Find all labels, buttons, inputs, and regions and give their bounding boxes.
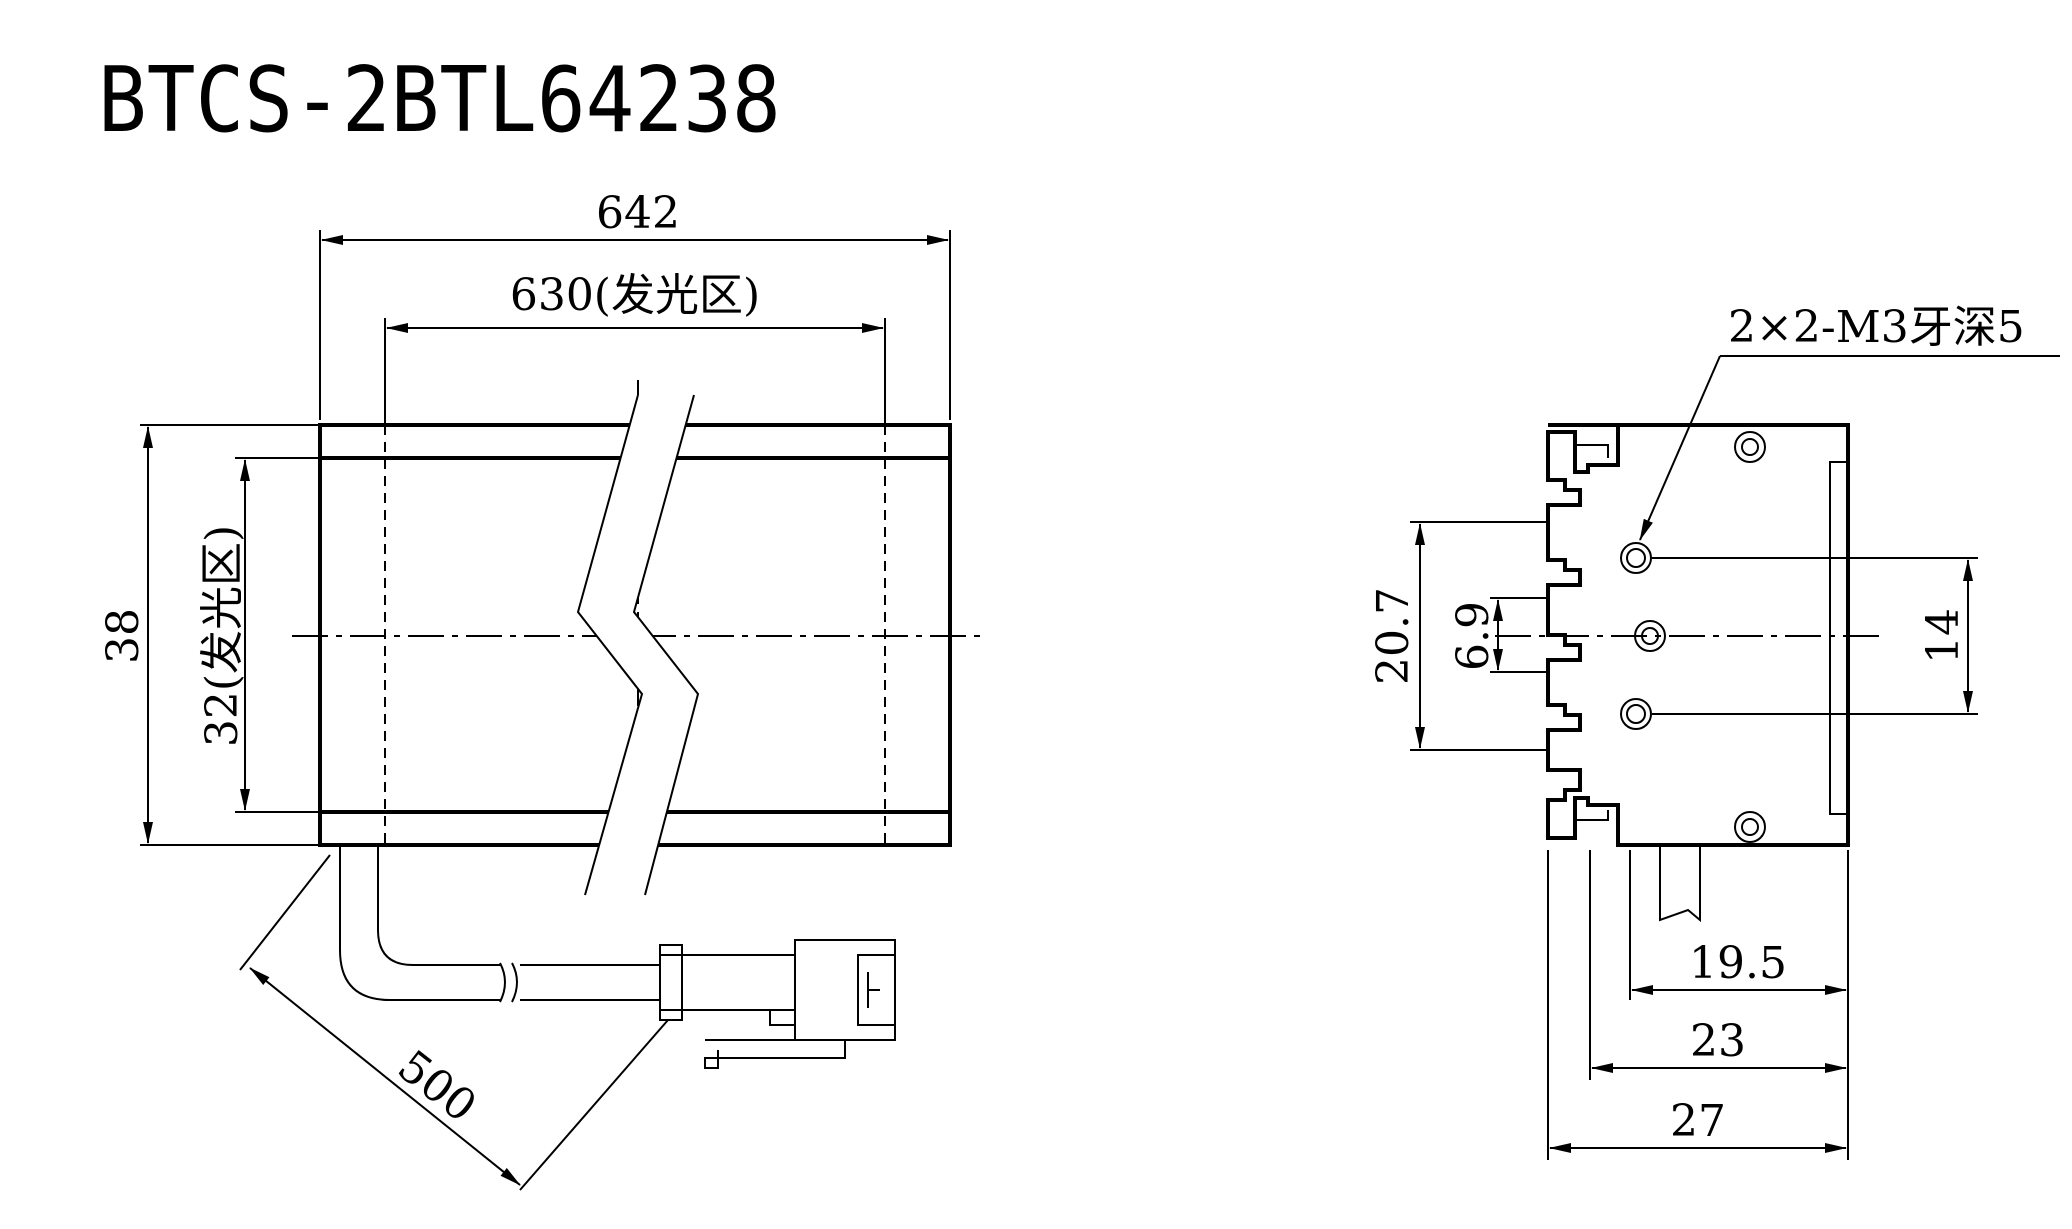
model-title: BTCS-2BTL64238 xyxy=(98,48,781,153)
side-view: 14 20.7 6.9 2×2-M3牙深5 19.5 xyxy=(1368,302,2060,1160)
dim-27-label: 27 xyxy=(1670,1096,1726,1147)
mount-hole-bottom xyxy=(1734,811,1766,843)
dim-20-7-label: 20.7 xyxy=(1368,587,1419,685)
dim-38-label: 38 xyxy=(98,608,149,664)
break-line-right xyxy=(632,394,700,896)
cable-stub xyxy=(1659,845,1701,923)
housing-profile xyxy=(1546,423,1850,847)
thread-hole-lower xyxy=(1620,698,1652,730)
thread-note-label: 2×2-M3牙深5 xyxy=(1728,302,2025,353)
mount-hole-top xyxy=(1734,431,1766,463)
dim-19-5-label: 19.5 xyxy=(1689,938,1787,989)
dim-500-label: 500 xyxy=(388,1041,486,1133)
thread-hole-upper xyxy=(1620,542,1652,574)
dim-642-label: 642 xyxy=(596,188,680,239)
dim-6-9-label: 6.9 xyxy=(1448,601,1499,671)
dim-500-line xyxy=(249,967,521,1186)
thread-note-leader xyxy=(1639,355,1721,541)
connector xyxy=(659,939,896,1069)
break-line-left xyxy=(576,394,644,896)
front-view: 642 630(发光区) 38 32(发光区) xyxy=(98,188,985,1191)
lens-channel xyxy=(1829,461,1849,815)
dim-14-label: 14 xyxy=(1918,608,1969,664)
dim-23-label: 23 xyxy=(1690,1016,1746,1067)
dim-32-label: 32(发光区) xyxy=(197,525,248,747)
dim-630-label: 630(发光区) xyxy=(510,270,760,321)
break-gap xyxy=(578,395,698,895)
